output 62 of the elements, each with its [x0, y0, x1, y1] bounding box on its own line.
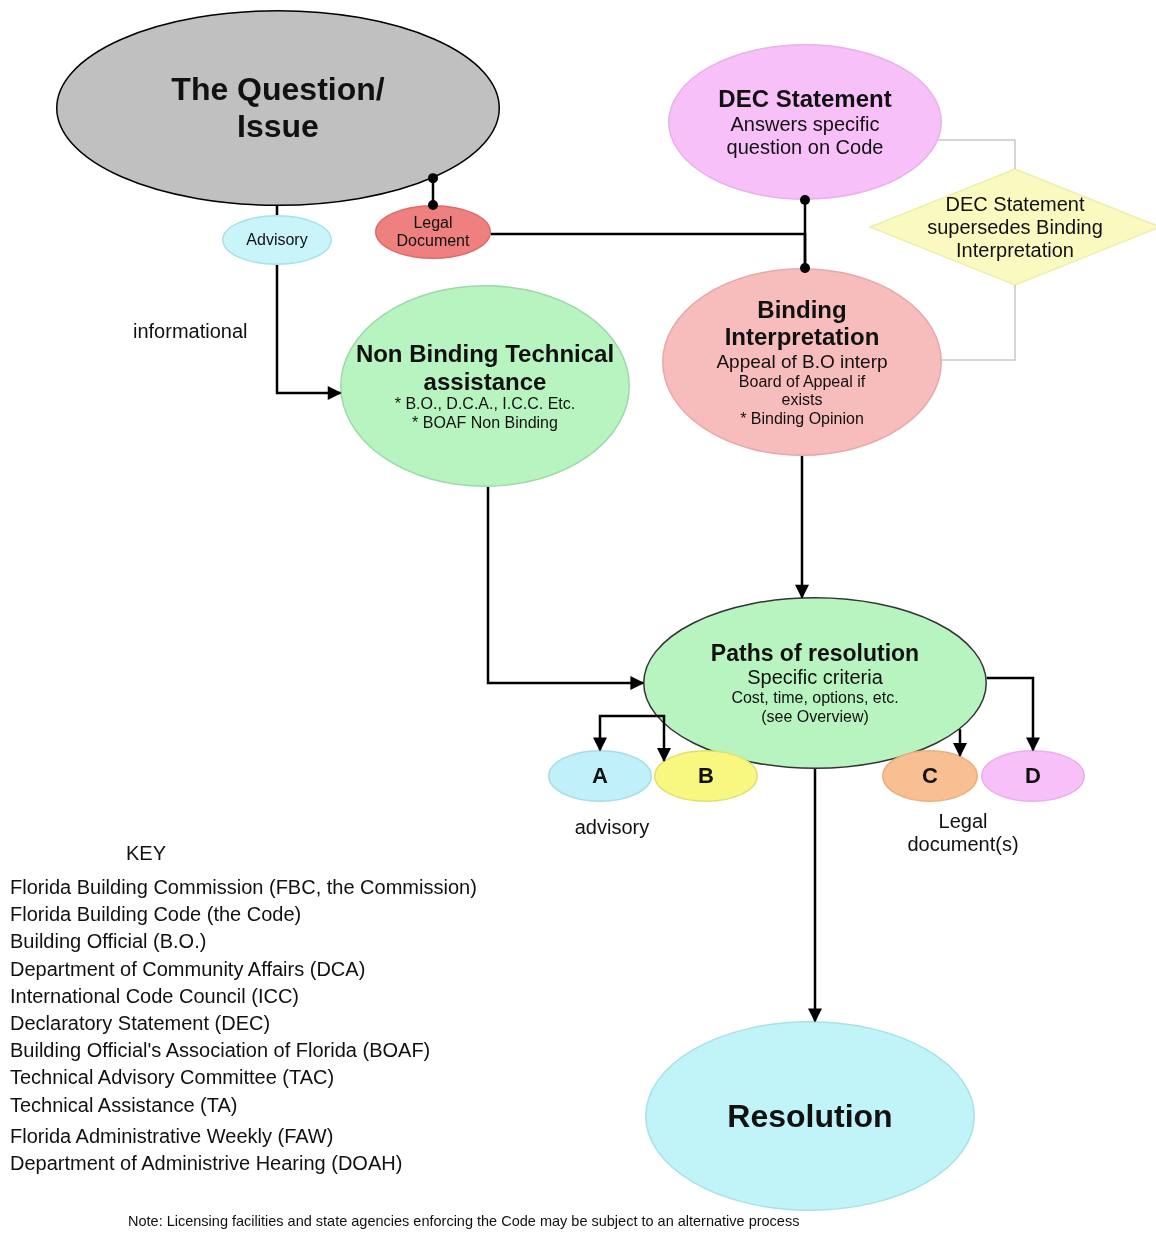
node-text: * B.O., D.C.A., I.C.C. Etc. — [394, 395, 576, 414]
node-title: D — [1025, 763, 1041, 789]
note-diamond — [870, 169, 1156, 285]
node-text: Advisory — [246, 230, 308, 250]
node-text: Cost, time, options, etc. (see Overview) — [730, 689, 900, 727]
node-title: The Question/ Issue — [170, 71, 386, 145]
result-ellipse — [645, 1021, 975, 1211]
node-text: Board of Appeal if exists — [737, 372, 867, 410]
node-text: DEC Statement supersedes Binding Interpretation — [926, 192, 1104, 262]
key-entry: Florida Administrative Weekly (FAW) — [10, 1124, 334, 1148]
node-title: DEC Statement — [718, 85, 892, 113]
advisory-ellipse — [222, 215, 332, 265]
statement-ellipse — [668, 44, 942, 200]
footnote: Note: Licensing facilities and state agencies enforcing the Code may be subject to an alternative process — [128, 1213, 800, 1230]
node-text: Specific criteria — [747, 666, 883, 690]
node-title: Paths of resolution — [710, 639, 920, 667]
node-text: Appeal of B.O interp — [716, 351, 888, 373]
option-ellipse — [654, 750, 758, 802]
arrow — [593, 714, 657, 752]
arrow — [486, 487, 645, 690]
key-heading: KEY — [126, 842, 167, 865]
arrow — [656, 714, 671, 763]
question-ellipse — [56, 10, 500, 206]
key-entry: Technical Assistance (TA) — [10, 1093, 238, 1117]
legal-document-ellipse — [375, 205, 491, 259]
connector-line — [428, 173, 438, 210]
key-entry: Florida Building Commission (FBC, the Commission) — [10, 876, 477, 899]
arrow — [953, 729, 967, 758]
key-entry: Technical Advisory Committee (TAC) — [10, 1066, 335, 1090]
arrow — [795, 456, 809, 599]
option-ellipse — [548, 750, 652, 802]
key-entry: Florida Building Code (the Code) — [10, 903, 302, 927]
connector-line — [275, 206, 279, 215]
connector-line — [941, 284, 1016, 361]
process-ellipse — [340, 285, 630, 487]
connector-line — [800, 195, 810, 273]
arrow — [986, 676, 1040, 752]
node-text: Legal Document — [395, 213, 471, 251]
node-title: Resolution — [727, 1097, 893, 1135]
option-ellipse — [981, 750, 1085, 802]
group-caption: advisory — [573, 816, 651, 839]
key-entry: International Code Council (ICC) — [10, 984, 300, 1008]
process-ellipse — [662, 268, 942, 456]
node-text: Answers specific question on Code — [725, 112, 885, 159]
node-title: C — [922, 763, 938, 789]
connector-line — [937, 139, 1016, 170]
node-title: A — [592, 763, 608, 789]
key-entry: Building Official's Association of Florida (BOAF) — [10, 1039, 431, 1063]
key-entry: Department of Community Affairs (DCA) — [10, 957, 366, 981]
key-entry: Building Official (B.O.) — [10, 930, 207, 954]
option-ellipse — [882, 750, 978, 802]
arrow — [808, 769, 822, 1023]
arrow — [275, 265, 342, 400]
node-title: Binding Interpretation — [723, 295, 881, 352]
node-title: Non Binding Technical assistance — [354, 340, 616, 396]
process-ellipse — [643, 597, 987, 769]
node-text: * Binding Opinion — [740, 409, 864, 429]
node-text: * BOAF Non Binding — [412, 413, 558, 432]
key-entry: Department of Administrive Hearing (DOAH) — [10, 1152, 403, 1175]
group-caption: Legal document(s) — [906, 810, 1020, 856]
node-title: B — [698, 763, 714, 789]
key-entry: Declaratory Statement (DEC) — [10, 1012, 271, 1035]
